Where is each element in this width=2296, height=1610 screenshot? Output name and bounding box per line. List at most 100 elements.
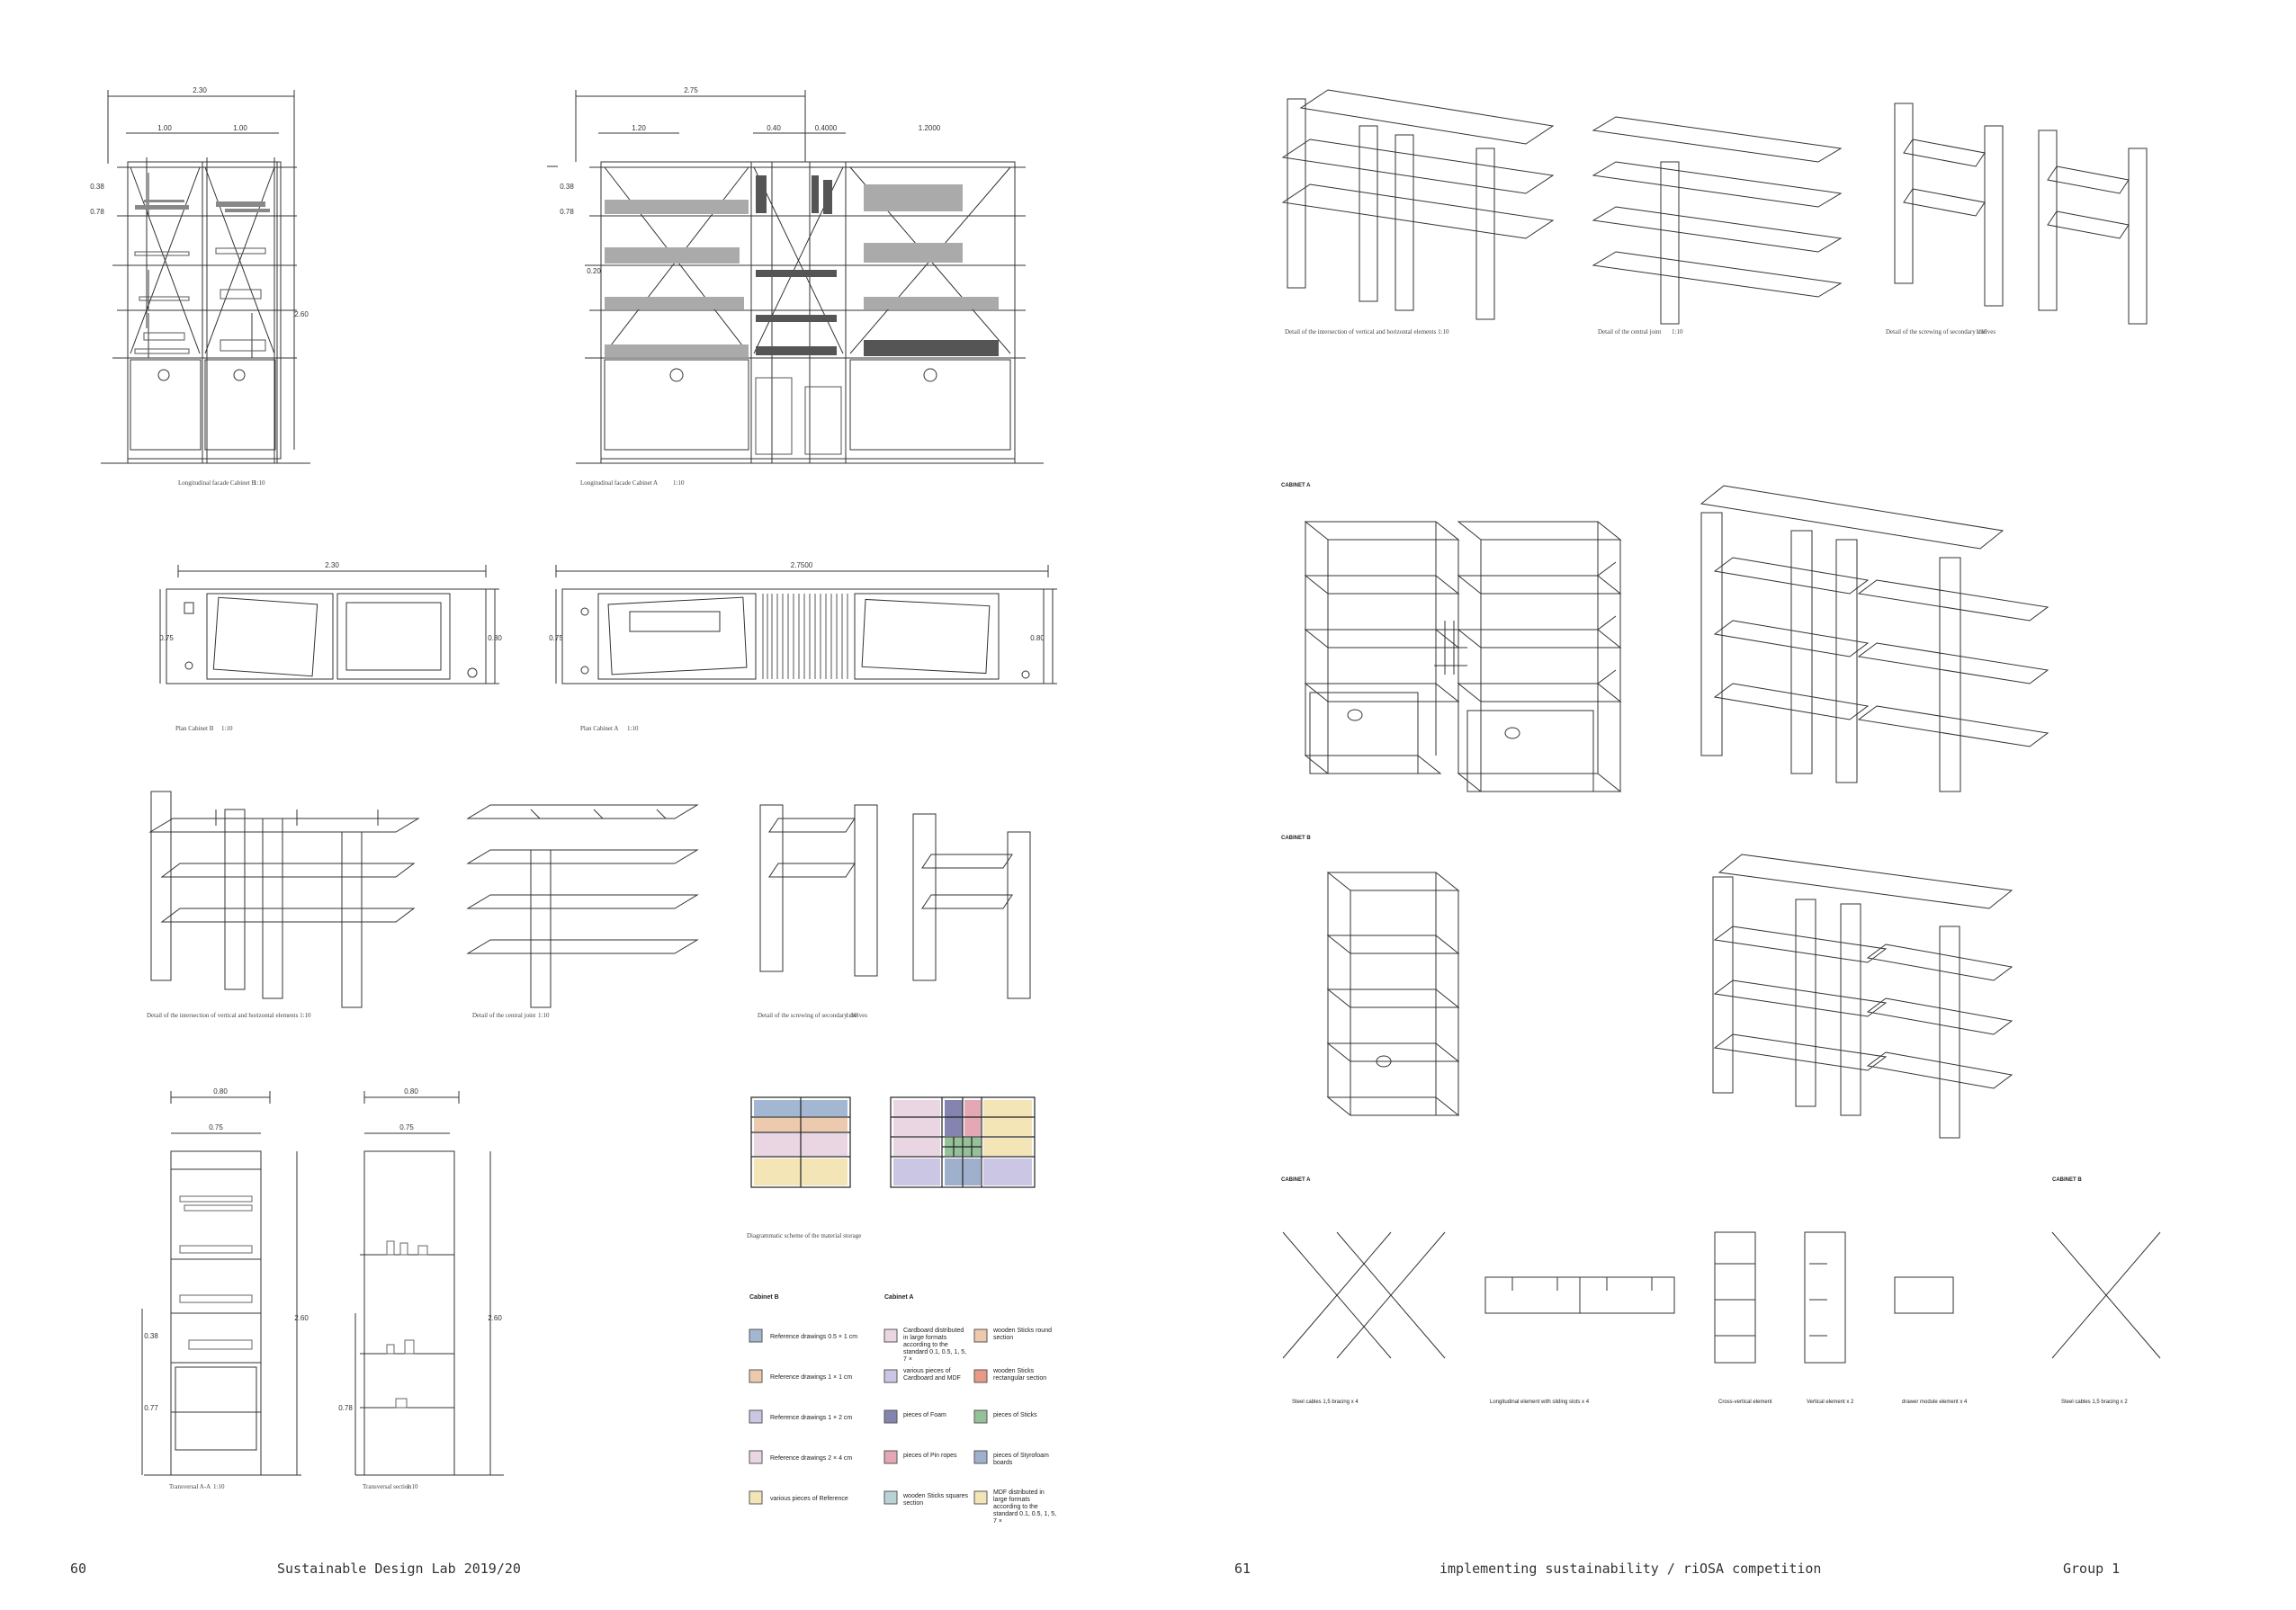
caption: Vertical element x 2 <box>1807 1400 1854 1405</box>
legend-item: wooden Sticks squares section <box>903 1493 968 1507</box>
caption: Steel cables 1,5 bracing x 2 <box>2061 1400 2128 1405</box>
storage-diagram <box>750 1096 1036 1188</box>
dim-left: 0.75 <box>159 634 174 642</box>
legend-heading: Cabinet B <box>749 1294 779 1301</box>
dim-bay: 1.00 <box>157 124 172 132</box>
legend-item: Reference drawings 1 × 1 cm <box>770 1374 852 1381</box>
dim-total: 2.30 <box>193 86 207 94</box>
caption: Detail of the screwing of secondary shel… <box>758 1012 867 1019</box>
legend-item: Cardboard distributed in large formats a… <box>903 1328 967 1363</box>
section-label: CABINET A <box>1281 1177 1311 1183</box>
right-page: Detail of the intersection of vertical a… <box>1148 0 2296 1610</box>
caption: Plan Cabinet B <box>175 725 214 732</box>
dim-total: 2.30 <box>325 561 339 569</box>
section-transversal-a <box>141 1091 301 1476</box>
legend-item: Reference drawings 2 × 4 cm <box>770 1455 852 1462</box>
dim-bay: 1.2000 <box>919 124 941 132</box>
dim-height: 2.60 <box>294 1314 309 1322</box>
dim-upper: 0.38 <box>560 183 574 191</box>
dim-bay: 0.4000 <box>815 124 838 132</box>
legend-item: wooden Sticks round section <box>993 1328 1052 1341</box>
dim-right: 0.80 <box>488 634 502 642</box>
component-longitudinal-element <box>1484 1276 1675 1314</box>
dim-total: 2.7500 <box>791 561 813 569</box>
dim-mid: 0.78 <box>560 208 574 216</box>
section-label: CABINET B <box>1281 836 1311 841</box>
caption: Steel cables 1,5 bracing x 4 <box>1292 1400 1359 1405</box>
detail-intersection-iso <box>148 791 420 1008</box>
dim-low: 0.77 <box>144 1404 158 1412</box>
dim-inner: 0.75 <box>399 1123 414 1131</box>
left-page: 2.30 1.00 1.00 0.38 0.78 2.60 2.75 1.20 … <box>70 86 1057 1577</box>
component-steel-cables-4 <box>1282 1231 1446 1359</box>
dim-upper: 0.38 <box>144 1332 158 1340</box>
cabinet-b-exploded-iso <box>1712 854 2013 1139</box>
legend-item: pieces of Foam <box>903 1412 946 1418</box>
footer-group: Group 1 <box>2063 1561 2121 1577</box>
detail-intersection-iso <box>1281 89 1555 320</box>
caption-scale: 1:10 <box>538 1012 550 1019</box>
caption: Plan Cabinet A <box>580 725 618 732</box>
dim-bay: 1.00 <box>233 124 247 132</box>
dim-width: 0.80 <box>404 1087 418 1096</box>
section-label: CABINET B <box>2052 1177 2082 1183</box>
legend-item: Reference drawings 0.5 × 1 cm <box>770 1334 857 1340</box>
caption-scale: 1:10 <box>627 725 639 732</box>
caption-scale: 1:10 <box>254 479 265 487</box>
footer-title: implementing sustainability / riOSA comp… <box>1439 1561 1822 1577</box>
caption: Longitudinal facade Cabinet B <box>178 479 256 487</box>
dim-low: 0.78 <box>338 1404 353 1412</box>
legend-item: wooden Sticks rectangular section <box>993 1368 1047 1382</box>
dim-bay: 0.40 <box>767 124 781 132</box>
detail-screwing-iso <box>759 804 1031 999</box>
caption: Transversal A-A <box>169 1483 211 1490</box>
caption-scale: 1:10 <box>846 1012 857 1019</box>
caption: Detail of the central joint <box>1598 328 1661 335</box>
dim-width: 0.80 <box>213 1087 228 1096</box>
caption-scale: 1:10 <box>407 1483 418 1490</box>
detail-central-joint-iso <box>466 804 699 1008</box>
section-label: CABINET A <box>1281 483 1311 488</box>
dim-mid: 0.78 <box>90 208 104 216</box>
right-page-drawings: Detail of the intersection of vertical a… <box>1281 89 2161 1405</box>
dim-right: 0.80 <box>1030 634 1045 642</box>
caption: Diagrammatic scheme of the material stor… <box>747 1232 861 1239</box>
dim-height: 2.60 <box>488 1314 502 1322</box>
footer-title: Sustainable Design Lab 2019/20 <box>277 1561 521 1577</box>
component-drawer-module <box>1894 1276 1954 1314</box>
page-number: 61 <box>1234 1561 1251 1577</box>
caption: Transversal section <box>363 1483 411 1490</box>
caption-scale: 1:10 <box>221 725 233 732</box>
caption: Detail of the central joint <box>472 1012 535 1019</box>
legend-item: various pieces of Cardboard and MDF <box>903 1368 961 1382</box>
legend-swatches <box>749 1328 988 1505</box>
caption-scale: 1:10 <box>1672 328 1683 335</box>
legend-item: Reference drawings 1 × 2 cm <box>770 1415 852 1421</box>
plan-cabinet-a <box>555 565 1057 684</box>
component-steel-cables-2 <box>2051 1231 2161 1359</box>
legend-item: pieces of Sticks <box>993 1412 1037 1418</box>
elevation-cabinet-b <box>101 90 310 464</box>
section-transversal-b <box>354 1091 504 1476</box>
dim-height: 2.60 <box>294 310 309 318</box>
legend-item: MDF distributed in large formats accordi… <box>993 1489 1057 1525</box>
dim-inner: 0.75 <box>209 1123 223 1131</box>
dim-left: 0.75 <box>549 634 563 642</box>
caption-scale: 1:10 <box>673 479 685 487</box>
caption: Detail of the intersection of vertical a… <box>147 1012 311 1019</box>
dim-total: 2.75 <box>684 86 698 94</box>
plan-cabinet-b <box>159 565 499 684</box>
caption: Longitudinal facade Cabinet A <box>580 479 658 487</box>
cabinet-a-exploded-iso <box>1700 485 2049 792</box>
detail-central-joint-iso <box>1592 116 1843 325</box>
caption: Detail of the intersection of vertical a… <box>1285 328 1449 335</box>
cabinet-a-iso <box>1304 521 1622 792</box>
caption: Detail of the screwing of secondary shel… <box>1886 328 1996 335</box>
legend-heading: Cabinet A <box>884 1294 913 1301</box>
caption: drawer module element x 4 <box>1902 1400 1968 1405</box>
caption: Cross-vertical element <box>1718 1400 1772 1405</box>
dim-low: 0.20 <box>587 267 601 275</box>
caption-scale: 1:10 <box>1976 328 1987 335</box>
caption: Longitudinal element with sliding slots … <box>1490 1400 1590 1405</box>
elevation-cabinet-a <box>547 90 1044 464</box>
